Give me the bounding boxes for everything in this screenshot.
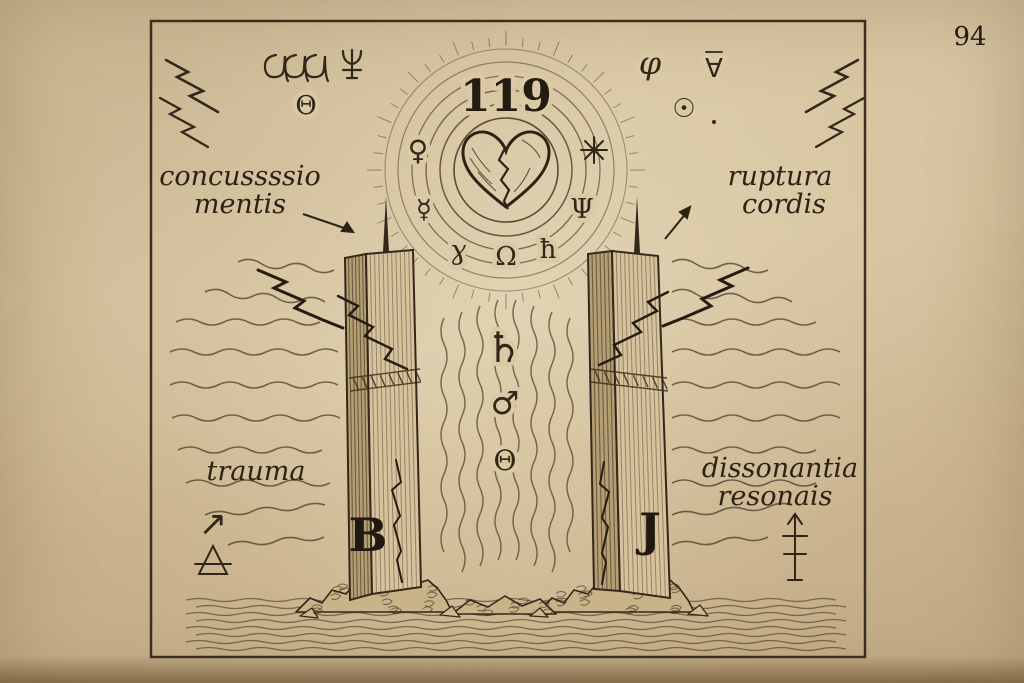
caption-bottom-left: trauma [207, 456, 306, 487]
corner-sigils: ↗ [194, 504, 808, 581]
caption-top-right-line1: ruptura [728, 161, 833, 192]
hstroke-symbol: ħ [540, 235, 557, 265]
air-triangle-symbol [194, 543, 232, 575]
forall-symbol: ∀ [705, 54, 723, 84]
left-radiating-lines [169, 258, 341, 546]
halo-rings [384, 48, 628, 292]
center-rubble [451, 595, 557, 615]
theta-symbol-center: Θ [494, 444, 517, 477]
broken-heart [461, 130, 551, 210]
right-tower-band [589, 368, 669, 392]
sun-symbol: ☉ [672, 94, 695, 124]
left-tower-antenna [383, 196, 389, 252]
top-left-glyphs: Θ [158, 48, 363, 149]
heart-outline [461, 130, 551, 209]
right-tower-front-hatch [615, 251, 666, 598]
left-tower-cracks [256, 268, 409, 583]
right-tower-antenna [634, 196, 640, 253]
left-pointer-arrow [302, 213, 351, 231]
top-right-glyphs: φ ∀ ☉ [634, 40, 866, 149]
mercury-symbol: ☿ [416, 195, 432, 225]
left-tower-letter: B [349, 508, 388, 562]
staff-symbol [782, 512, 808, 581]
caption-bottom-right-line1: dissonantia [702, 453, 858, 484]
psi-symbol: Ψ [570, 194, 594, 225]
sextile-star-icon [580, 136, 608, 164]
triple-hook-glyph [263, 53, 330, 83]
center-column-symbols: ♄ ♂ Θ [481, 319, 528, 482]
caption-bottom-right-line2: resonais [718, 481, 833, 512]
mars-symbol: ♂ [491, 384, 520, 422]
theta-symbol-top-left: Θ [295, 91, 316, 121]
omega-symbol: Ω [495, 242, 517, 272]
northeast-arrow-symbol: ↗ [199, 504, 228, 544]
right-tower: J [586, 196, 750, 600]
venus-symbol: ♀ [408, 134, 429, 167]
psi-bar-glyph [341, 48, 363, 80]
heart-crack [497, 147, 511, 210]
gamma-symbol: ɣ [450, 235, 466, 266]
caption-top-right-line2: cordis [742, 189, 826, 220]
caption-arrows [302, 205, 692, 240]
center-radiating-lines [440, 299, 574, 573]
halo-number: 119 [460, 71, 552, 122]
heart-shading [469, 139, 541, 193]
right-tower-cracks [597, 266, 750, 585]
right-pointer-arrow [664, 211, 688, 240]
left-tower-front-hatch [369, 250, 418, 594]
page-number: 94 [953, 22, 986, 52]
halo-radiance-ticks [367, 31, 645, 309]
halo-symbols: ♀ ☿ Ψ ɣ Ω ħ [403, 130, 608, 277]
ink-dot [712, 120, 716, 124]
caption-top-left-line1: concussssio [159, 161, 321, 192]
left-tower-front-face [364, 248, 423, 596]
right-lightning-squiggles [804, 58, 866, 149]
right-radiating-lines [671, 258, 841, 546]
left-tower: B [256, 196, 423, 602]
rubble-scribbles [311, 583, 682, 617]
left-lightning-squiggles [158, 58, 220, 149]
saturn-symbol: ♄ [485, 323, 523, 372]
left-tower-band [348, 368, 422, 392]
phi-symbol: φ [639, 44, 662, 82]
captions: concussssio mentis ruptura cordis trauma… [159, 161, 858, 512]
right-tower-letter: J [635, 503, 661, 557]
caption-top-left-line2: mentis [194, 189, 286, 220]
border-frame [149, 19, 867, 659]
